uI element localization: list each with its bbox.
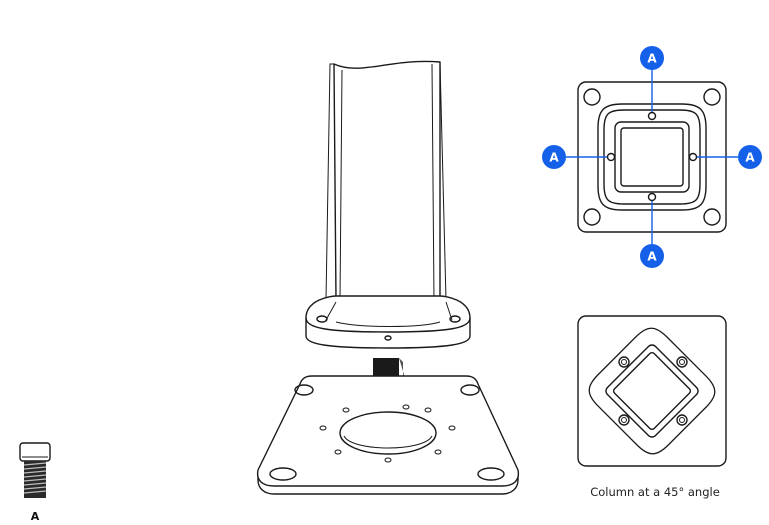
svg-text:A: A [647,250,657,264]
angled-view-caption: Column at a 45° angle [590,485,720,499]
column [305,60,471,349]
callout-top: A [640,46,664,112]
callout-badge [640,244,664,268]
callout-bottom: A [640,201,664,268]
callout-right: A [697,145,762,169]
callout-badge [738,145,762,169]
svg-text:A: A [549,151,559,165]
callout-badge [542,145,566,169]
angled-view-plate [577,315,727,467]
bolt-head-icon [618,356,688,426]
callout-left: A [542,145,607,169]
screw-label: A [30,510,40,523]
base-plate [256,375,520,495]
callout-badge [640,46,664,70]
screw-icon [19,442,51,498]
svg-text:A: A [745,151,755,165]
svg-text:A: A [647,52,657,66]
